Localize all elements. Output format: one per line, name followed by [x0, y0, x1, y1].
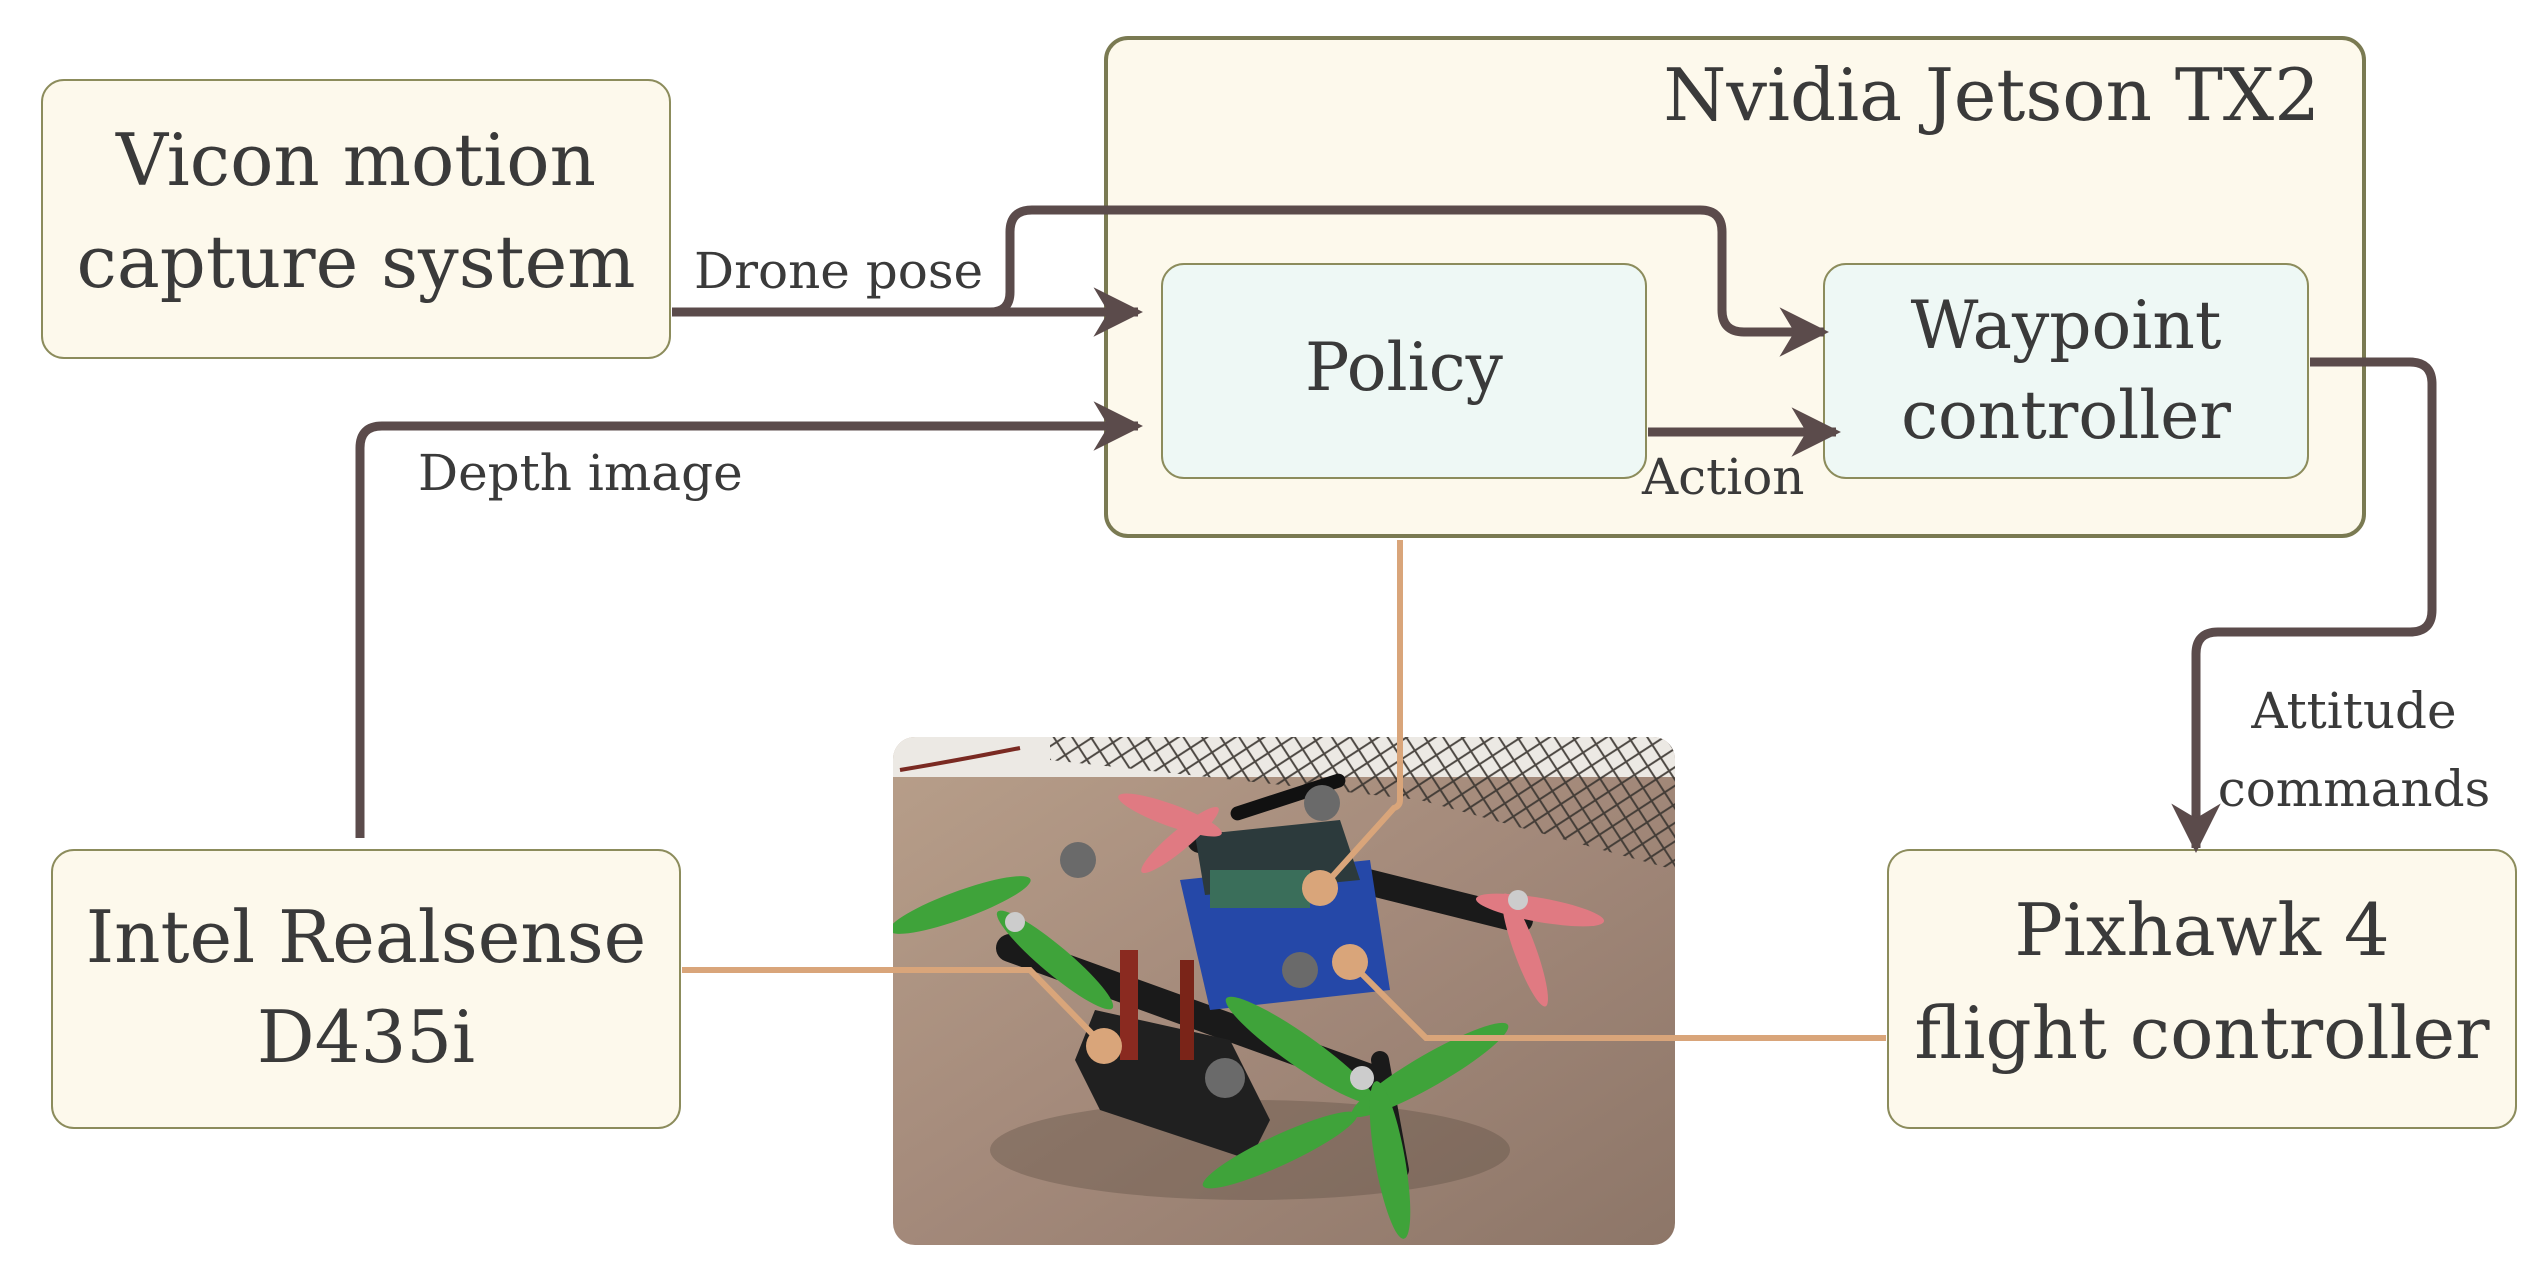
- leader-dot-pixhawk: [1332, 944, 1368, 980]
- realsense-box: [51, 849, 681, 1129]
- realsense-label-line1: Intel Realsense: [86, 895, 647, 979]
- drone-photo: [893, 737, 1675, 1245]
- jetson-title: Nvidia Jetson TX2: [1663, 53, 2320, 137]
- leader-lines: [682, 540, 1886, 1049]
- waypoint-label-line1: Waypoint: [1911, 287, 2222, 364]
- arrow-realsense-to-policy: [355, 401, 1143, 838]
- vicon-label-line1: Vicon motion: [115, 118, 596, 202]
- drone-pose-label: Drone pose: [694, 242, 983, 300]
- attitude-label-line2: commands: [2218, 760, 2491, 818]
- policy-label: Policy: [1305, 329, 1504, 406]
- vicon-box: [41, 79, 671, 359]
- waypoint-label-line2: controller: [1901, 377, 2231, 454]
- leader-dot-jetson: [1302, 870, 1338, 906]
- waypoint-box: [1823, 263, 2309, 479]
- leader-dot-realsense: [1086, 1028, 1122, 1064]
- depth-image-label: Depth image: [418, 444, 743, 502]
- arrow-waypoint-to-pixhawk: [2171, 357, 2437, 853]
- action-label: Action: [1641, 448, 1805, 506]
- policy-box: [1161, 263, 1647, 479]
- pixhawk-label-line1: Pixhawk 4: [2014, 888, 2389, 972]
- vicon-label-line2: capture system: [77, 220, 636, 304]
- realsense-label-line2: D435i: [257, 995, 475, 1079]
- arrow-vicon-to-waypoint: [989, 205, 1829, 357]
- attitude-label-line1: Attitude: [2250, 682, 2456, 740]
- pixhawk-label-line2: flight controller: [1914, 991, 2490, 1075]
